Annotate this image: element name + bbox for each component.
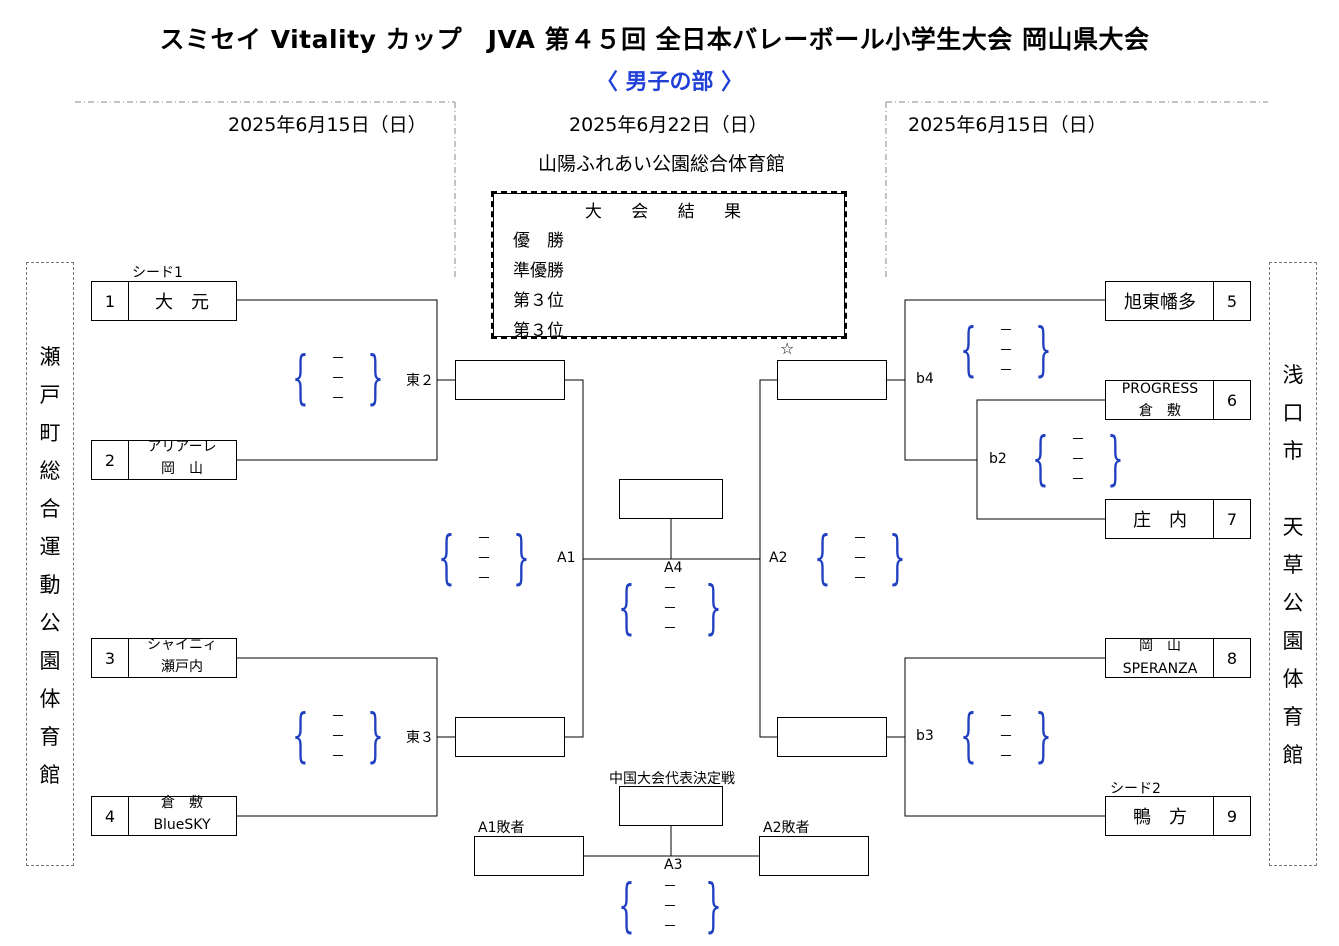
- score-east3: { } － － －: [292, 701, 384, 769]
- brace-right-icon: }: [1107, 424, 1124, 492]
- match-label-a3: A3: [664, 857, 683, 873]
- brace-right-icon: }: [1035, 315, 1052, 383]
- team-8: 岡 山 SPERANZA 8: [1105, 638, 1251, 678]
- brace-left-icon: {: [618, 871, 635, 939]
- team-4: 4 倉 敷 BlueSKY: [91, 795, 237, 836]
- team-3: 3 シャイニィ 瀬戸内: [91, 637, 237, 678]
- result-runner-up: 準優勝: [513, 261, 564, 281]
- brace-left-icon: {: [618, 573, 635, 641]
- team-9: 鴨 方 9: [1105, 796, 1251, 836]
- venue-right: 浅 口 市 天 草 公 園 体 育 館: [1269, 262, 1317, 866]
- team-5: 旭東幡多 5: [1105, 281, 1251, 321]
- brace-left-icon: {: [1032, 424, 1049, 492]
- match-label-b2: b2: [989, 451, 1007, 467]
- slot-a1-loser: [474, 836, 584, 876]
- seed1-label: シード1: [132, 265, 183, 281]
- brace-right-icon: }: [513, 523, 530, 591]
- a2-loser-label: A2敗者: [763, 820, 810, 836]
- result-third-1: 第３位: [513, 291, 564, 311]
- score-b4: { } － － －: [960, 315, 1052, 383]
- result-third-2: 第３位: [513, 321, 564, 341]
- brace-right-icon: }: [705, 573, 722, 641]
- brace-right-icon: }: [889, 523, 906, 591]
- center-venue: 山陽ふれあい公園総合体育館: [538, 153, 786, 175]
- team-6: PROGRESS 倉 敷 6: [1105, 380, 1251, 420]
- match-label-east2: 東２: [406, 373, 434, 389]
- results-box: 大 会 結 果 優 勝 準優勝 第３位 第３位: [491, 191, 847, 341]
- brace-left-icon: {: [960, 701, 977, 769]
- star-mark-icon: ☆: [780, 339, 795, 358]
- brace-right-icon: }: [367, 343, 384, 411]
- brace-left-icon: {: [814, 523, 831, 591]
- match-label-b3: b3: [916, 728, 934, 744]
- a1-loser-label: A1敗者: [478, 820, 525, 836]
- chugoku-final-label: 中国大会代表決定戦: [609, 771, 735, 787]
- brace-right-icon: }: [367, 701, 384, 769]
- score-a4: { } － － －: [618, 573, 722, 641]
- slot-champion: [619, 479, 723, 519]
- team-7: 庄 内 7: [1105, 499, 1251, 539]
- date-right: 2025年6月15日（日）: [908, 114, 1107, 136]
- score-a2: { } － － －: [814, 523, 906, 591]
- match-label-a2: A2: [769, 550, 788, 566]
- result-champion: 優 勝: [513, 231, 564, 251]
- brace-left-icon: {: [292, 701, 309, 769]
- slot-east3-winner: [455, 717, 565, 757]
- score-b2: { } － － －: [1032, 424, 1124, 492]
- slot-a2-loser: [759, 836, 869, 876]
- team-2: 2 アリアーレ 岡 山: [91, 439, 237, 480]
- brace-left-icon: {: [960, 315, 977, 383]
- slot-east2-winner: [455, 360, 565, 400]
- score-a1: { } － － －: [438, 523, 530, 591]
- venue-left: 瀬 戸 町 総 合 運 動 公 園 体 育 館: [26, 262, 74, 866]
- results-heading: 大 会 結 果: [584, 202, 754, 222]
- brace-left-icon: {: [438, 523, 455, 591]
- brace-left-icon: {: [292, 343, 309, 411]
- score-b3: { } － － －: [960, 701, 1052, 769]
- slot-b4-winner: [777, 360, 887, 400]
- division-subtitle: 〈 男子の部 〉: [595, 70, 744, 95]
- match-label-a1: A1: [557, 550, 576, 566]
- score-a3: { } － － －: [618, 871, 722, 939]
- brace-right-icon: }: [705, 871, 722, 939]
- score-east2: { } － － －: [292, 343, 384, 411]
- brace-right-icon: }: [1035, 701, 1052, 769]
- slot-a3-winner: [619, 786, 723, 826]
- team-1: 1 大 元: [91, 281, 237, 321]
- seed2-label: シード2: [1110, 781, 1161, 797]
- date-center: 2025年6月22日（日）: [569, 114, 768, 136]
- match-label-east3: 東３: [406, 730, 434, 746]
- slot-b3-winner: [777, 717, 887, 757]
- page-title: スミセイ Vitality カップ JVA 第４５回 全日本バレーボール小学生大…: [159, 25, 1150, 54]
- match-label-a4: A4: [664, 560, 683, 576]
- date-left: 2025年6月15日（日）: [228, 114, 427, 136]
- match-label-b4: b4: [916, 371, 934, 387]
